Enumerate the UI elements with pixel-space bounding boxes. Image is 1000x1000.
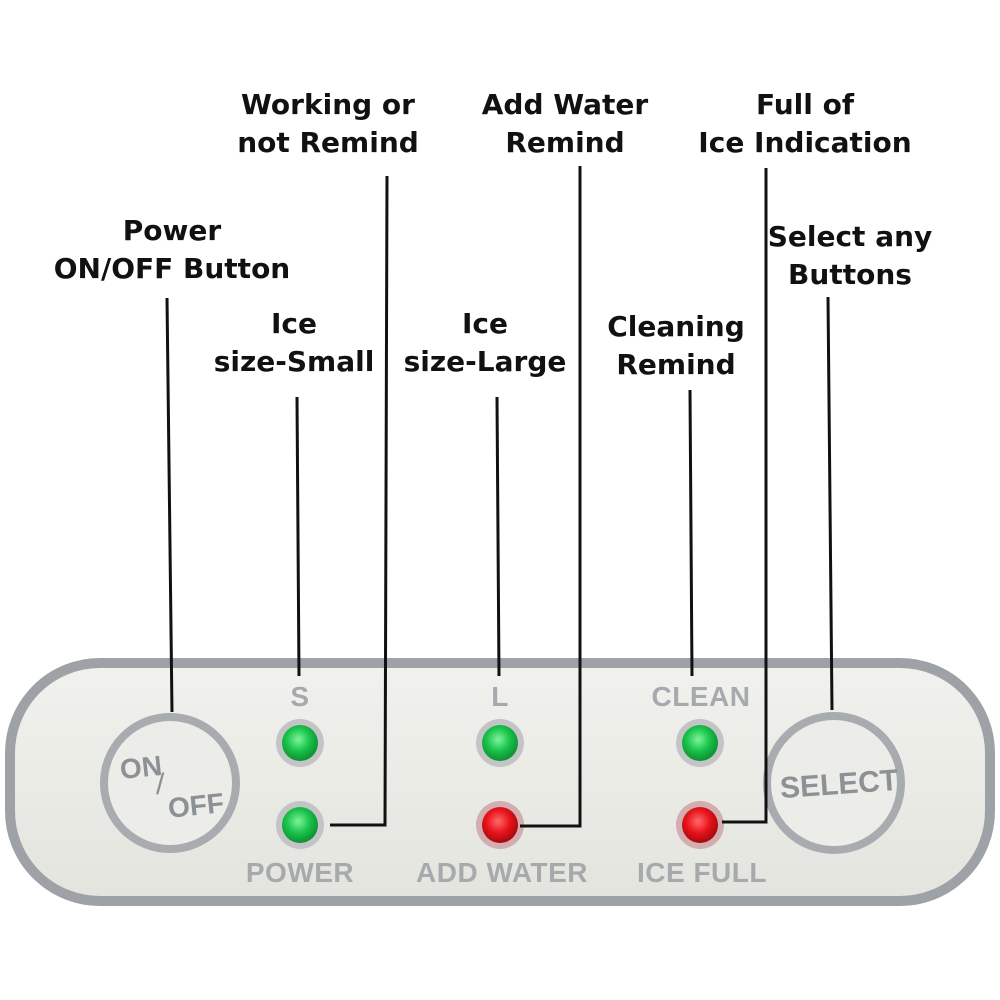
callout-power-button: Power ON/OFF Button [54,212,290,288]
led-ice-small [276,719,324,767]
leader-ice-full-indication [722,168,768,824]
callout-ice-large-line2: size-Large [403,345,567,378]
callout-cleaning-remind: Cleaning Remind [607,308,745,384]
on-off-button[interactable] [100,713,240,853]
callout-ice-small-line1: Ice [270,307,318,340]
callout-cleaning-remind-line1: Cleaning [607,310,745,343]
callout-select-buttons-line2: Buttons [788,258,912,291]
callout-ice-large-line1: Ice [461,307,508,340]
panel-label-l: L [491,681,509,712]
callout-cleaning-remind-line2: Remind [616,348,736,381]
callout-working-remind-line2: not Remind [237,126,419,159]
led-ice-full [676,801,724,849]
callout-add-water-remind: Add Water Remind [482,86,648,162]
callout-add-water-remind-line1: Add Water [481,88,649,121]
leader-ice-small [295,396,301,677]
callout-select-buttons: Select any Buttons [768,218,933,294]
callout-ice-full-indication-line2: Ice Indication [698,126,912,159]
leader-select-buttons [826,296,834,711]
on-off-label-slash: / [156,768,165,801]
leader-power-button [165,297,174,713]
callout-power-button-line1: Power [122,214,222,247]
callout-ice-small: Ice size-Small [214,305,375,381]
leader-working-remind [330,175,389,827]
callout-working-remind-line1: Working or [241,88,415,121]
leader-ice-large [495,396,501,677]
led-power [276,801,324,849]
callout-working-remind: Working or not Remind [237,86,419,162]
on-off-label-off: OFF [166,787,226,824]
panel-label-add-water: ADD WATER [416,857,588,888]
callout-ice-full-indication: Full of Ice Indication [698,86,911,162]
panel-label-s: S [290,681,310,712]
leader-cleaning-remind [688,389,694,677]
led-ice-large [476,719,524,767]
leader-add-water-remind [520,166,582,828]
panel-label-power: POWER [245,857,355,888]
led-clean [676,719,724,767]
led-add-water [476,801,524,849]
panel-label-ice-full: ICE FULL [637,857,767,888]
panel-label-clean: CLEAN [651,681,751,712]
callout-ice-large: Ice size-Large [404,305,567,381]
callout-ice-full-indication-line1: Full of [755,88,855,121]
callout-ice-small-line2: size-Small [213,345,375,378]
callout-add-water-remind-line2: Remind [505,126,625,159]
callout-power-button-line2: ON/OFF Button [53,252,291,285]
callout-select-buttons-line1: Select any [767,220,933,253]
